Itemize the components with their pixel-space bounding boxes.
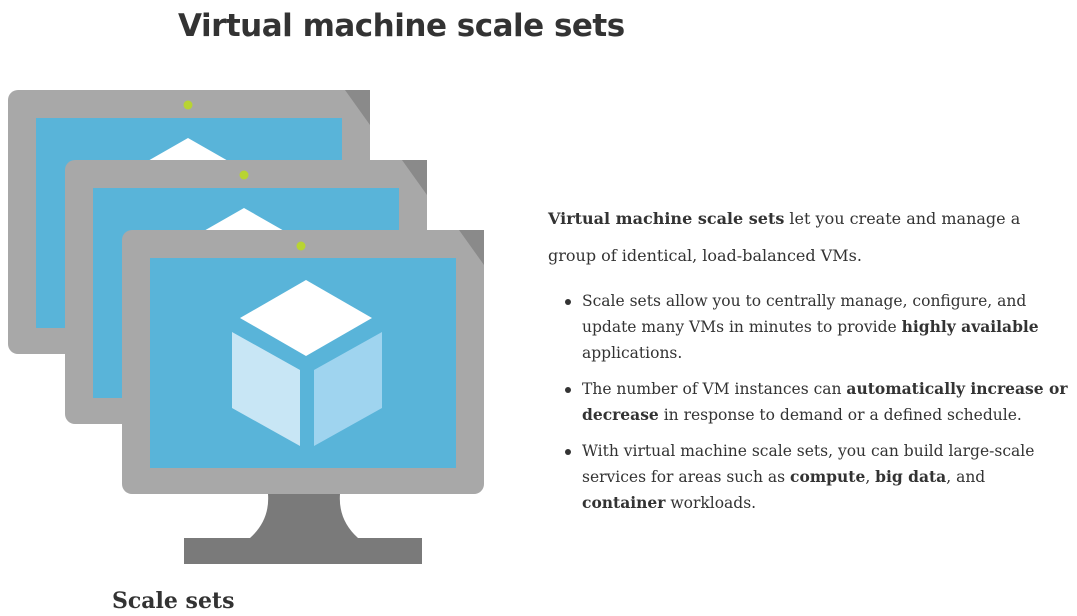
illustration-caption: Scale sets — [112, 588, 235, 614]
bullet-bold-text: big data — [875, 467, 947, 486]
bullet-bold-text: automatically increase or decrease — [582, 379, 1068, 424]
list-item: The number of VM instances can automatic… — [565, 376, 1068, 428]
cube-icon — [232, 280, 382, 446]
bullet-text: workloads. — [665, 494, 757, 512]
bullet-text: in response to demand or a defined sched… — [658, 406, 1022, 424]
feature-list: Scale sets allow you to centrally manage… — [548, 288, 1068, 516]
description-section: Virtual machine scale sets let you creat… — [548, 200, 1068, 526]
bullet-text: applications. — [582, 344, 683, 362]
bullet-text: Scale sets allow you to centrally manage… — [582, 292, 1027, 336]
intro-line2-text: group of identical, load-balanced VMs. — [548, 246, 862, 265]
bullet-text: The number of VM instances can — [582, 380, 847, 398]
bullet-bold-text: highly available — [901, 317, 1039, 336]
intro-paragraph: Virtual machine scale sets let you creat… — [548, 200, 1068, 274]
bullet-bold-text: compute — [790, 467, 866, 486]
intro-line1-text: let you create and manage a — [784, 209, 1021, 228]
intro-bold-term: Virtual machine scale sets — [548, 209, 785, 228]
monitor-front-icon — [122, 230, 484, 564]
list-item: Scale sets allow you to centrally manage… — [565, 288, 1068, 366]
bullet-bold-text: container — [582, 493, 666, 512]
bullet-text: With virtual machine scale sets, you can… — [582, 442, 1035, 486]
page-title: Virtual machine scale sets — [178, 8, 625, 44]
scale-sets-illustration — [8, 90, 484, 564]
bullet-text: , — [865, 468, 876, 486]
list-item: With virtual machine scale sets, you can… — [565, 438, 1068, 516]
bullet-text: , and — [946, 468, 986, 486]
